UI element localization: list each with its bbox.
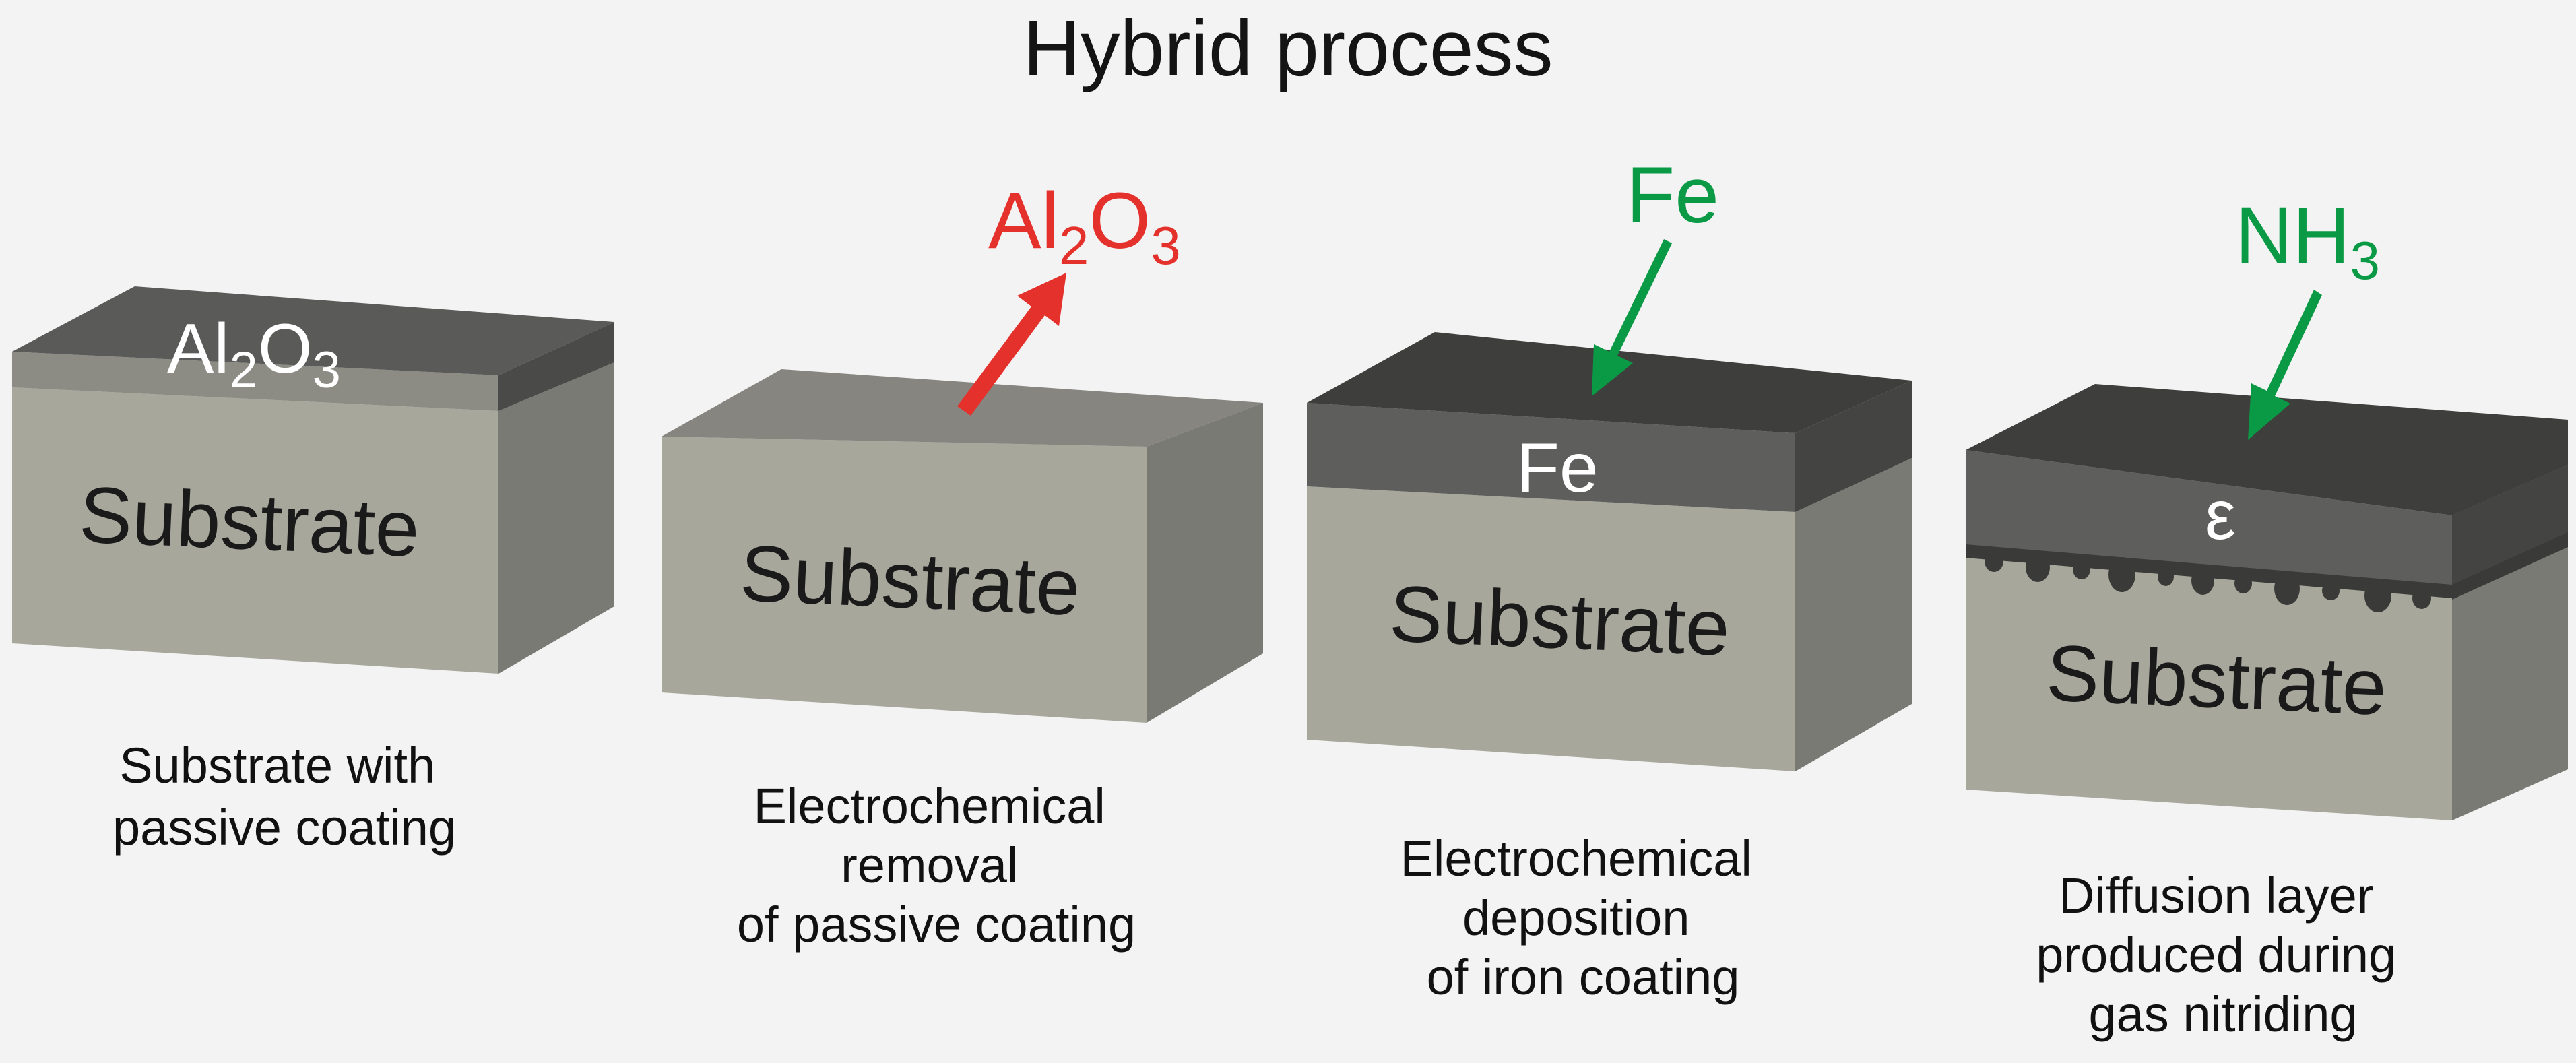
iron-layer-top (1307, 332, 1912, 433)
stage-4: NH3 ε Substrate Diffusion layer produced… (1966, 191, 2568, 1042)
caption-line: Diffusion layer (2059, 868, 2374, 924)
deposition-arrow-label: Fe (1626, 151, 1719, 240)
removal-arrow-label: Al2O3 (988, 176, 1181, 276)
caption-line: Substrate with (119, 738, 435, 794)
caption-line: gas nitriding (2088, 986, 2357, 1042)
substrate-label: Substrate (2044, 629, 2388, 732)
substrate-side (2452, 546, 2568, 820)
coating-top (12, 286, 614, 375)
nitriding-arrow-label: NH3 (2235, 191, 2380, 290)
nitride-layer-top (1966, 384, 2568, 515)
substrate-side (1147, 403, 1263, 723)
substrate-side (498, 362, 614, 674)
removal-arrow (957, 273, 1066, 416)
caption-line: passive coating (112, 800, 456, 856)
diffusion-zone (1966, 532, 2568, 612)
caption-line: Electrochemical (754, 778, 1105, 834)
stage-1: Al2O3 Substrate Substrate with passive c… (12, 286, 614, 856)
diagram-title: Hybrid process (1023, 4, 1553, 93)
iron-layer-side (1795, 381, 1912, 512)
coating-label: Al2O3 (167, 310, 341, 399)
substrate-front (1966, 554, 2452, 820)
stage-2: Al2O3 Substrate Electrochemical removal … (662, 176, 1263, 953)
stage-3: Fe Fe Substrate Electrochemical depositi… (1307, 151, 1912, 1005)
substrate-label: Substrate (738, 529, 1082, 633)
substrate-front (662, 437, 1147, 723)
iron-layer-label: Fe (1516, 429, 1598, 507)
caption-line: of iron coating (1427, 949, 1740, 1005)
caption-line: of passive coating (737, 897, 1136, 953)
coating-side (498, 322, 614, 411)
nitride-layer-label: ε (2205, 476, 2236, 554)
nitride-layer-side (2452, 465, 2568, 596)
substrate-label: Substrate (77, 470, 421, 574)
nitriding-arrow (2248, 290, 2322, 440)
substrate-front (12, 387, 498, 674)
deposition-arrow (1592, 239, 1672, 396)
caption-line: Electrochemical (1400, 831, 1752, 887)
caption-line: deposition (1462, 890, 1689, 946)
stage-caption: Electrochemical removal of passive coati… (737, 778, 1136, 953)
caption-line: removal (841, 837, 1018, 893)
substrate-label: Substrate (1388, 569, 1731, 673)
caption-line: produced during (2036, 927, 2396, 983)
stage-caption: Substrate with passive coating (112, 738, 456, 856)
iron-layer-front (1307, 403, 1795, 512)
stage-caption: Electrochemical deposition of iron coati… (1400, 831, 1766, 1005)
nitride-layer-top-edge (2452, 420, 2568, 515)
coating-front (12, 352, 498, 411)
stage-caption: Diffusion layer produced during gas nitr… (2036, 868, 2410, 1042)
substrate-front (1307, 486, 1795, 771)
substrate-side (1795, 458, 1912, 771)
